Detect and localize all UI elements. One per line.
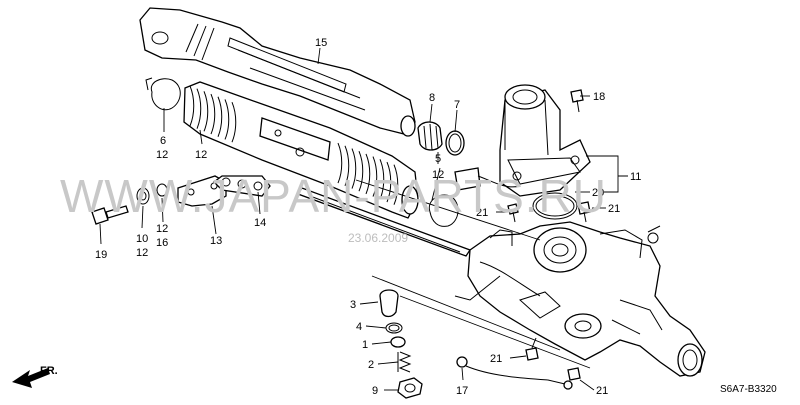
boot-rib xyxy=(365,153,371,195)
callout-leaders xyxy=(99,47,628,391)
callout-12: 12 xyxy=(136,247,148,259)
front-direction-arrow xyxy=(12,368,50,388)
callout-18: 18 xyxy=(593,91,605,103)
front-marker-label: FR. xyxy=(40,365,58,377)
callout-labels: 15 8 7 5 12 18 11 20 21 21 6 12 12 19 10… xyxy=(95,37,641,397)
boot-rib xyxy=(393,164,399,205)
bolt-part-21-upper-left[interactable] xyxy=(507,203,519,223)
boot-rib xyxy=(196,88,202,129)
callout-13: 13 xyxy=(210,235,222,247)
callout-17: 17 xyxy=(456,385,468,397)
callout-12: 12 xyxy=(156,149,168,161)
o-ring-part-4[interactable] xyxy=(385,322,403,334)
callout-1: 1 xyxy=(362,339,368,351)
callout-12: 12 xyxy=(432,169,444,181)
bellows-boot-part-12[interactable] xyxy=(183,81,419,219)
boot-rib xyxy=(351,148,357,189)
callout-20: 20 xyxy=(592,187,604,199)
callout-8: 8 xyxy=(429,92,435,104)
callout-3: 3 xyxy=(350,299,356,311)
bolt-part-21-lower-left[interactable] xyxy=(525,337,539,361)
callout-16: 16 xyxy=(156,237,168,249)
bracket-part-13[interactable] xyxy=(177,175,227,207)
callout-19: 19 xyxy=(95,249,107,261)
boot-rib xyxy=(217,96,223,137)
callout-12: 12 xyxy=(195,149,207,161)
callout-21: 21 xyxy=(596,385,608,397)
spring-part-2[interactable] xyxy=(397,351,412,373)
motor-assembly-part-11[interactable] xyxy=(454,84,591,197)
ring-part-7[interactable] xyxy=(445,130,465,156)
gear-housing[interactable] xyxy=(454,221,706,377)
boot-rib xyxy=(224,99,230,140)
callout-11: 11 xyxy=(630,171,641,183)
boot-rib xyxy=(231,101,237,143)
housing-tube-part-15[interactable] xyxy=(139,7,416,137)
boot-rib xyxy=(372,156,378,197)
boot-rib xyxy=(344,145,350,186)
o-ring-part-20[interactable] xyxy=(532,192,578,220)
guide-part-1[interactable] xyxy=(390,336,406,348)
boot-rib xyxy=(358,151,364,192)
clip-part-5[interactable] xyxy=(428,194,459,227)
watermark-date: 23.06.2009 xyxy=(348,231,408,245)
washer-part-16[interactable] xyxy=(156,183,168,197)
callout-15: 15 xyxy=(315,37,327,49)
bolt-part-21-lower-right[interactable] xyxy=(567,367,581,381)
callout-9: 9 xyxy=(372,385,378,397)
bolt-part-18[interactable] xyxy=(570,89,584,113)
boot-rib xyxy=(386,161,392,203)
band-clamp-part-6[interactable] xyxy=(145,77,181,111)
callout-5: 5 xyxy=(435,153,441,165)
boot-rib xyxy=(189,85,195,127)
callout-21: 21 xyxy=(608,203,620,215)
boot-rib xyxy=(210,93,216,135)
callout-14: 14 xyxy=(254,217,266,229)
clip-part-8[interactable] xyxy=(417,121,443,151)
callout-21: 21 xyxy=(490,353,502,365)
assembly-leader-lines xyxy=(355,179,591,369)
callout-10: 10 xyxy=(136,233,148,245)
bolt-part-21-upper-right[interactable] xyxy=(577,201,591,223)
boot-rib xyxy=(379,159,385,200)
watermark-text: WWW.JAPAN-PARTS.RU xyxy=(60,170,607,222)
diagram-code: S6A7-B3320 xyxy=(720,384,777,395)
washer-part-10[interactable] xyxy=(136,187,150,205)
callout-21: 21 xyxy=(476,207,488,219)
boot-rib xyxy=(203,91,209,132)
callout-12: 12 xyxy=(156,223,168,235)
boot-rib xyxy=(337,142,343,184)
bolt-part-19[interactable] xyxy=(91,205,129,225)
callout-7: 7 xyxy=(454,99,460,111)
callout-6: 6 xyxy=(160,135,166,147)
callout-4: 4 xyxy=(356,321,362,333)
ground-wire-part-17[interactable] xyxy=(456,356,573,390)
guide-cap-part-3[interactable] xyxy=(379,289,399,318)
callout-2: 2 xyxy=(368,359,374,371)
link-plate-part-14[interactable] xyxy=(213,175,271,197)
lock-nut-part-9[interactable] xyxy=(397,377,423,399)
